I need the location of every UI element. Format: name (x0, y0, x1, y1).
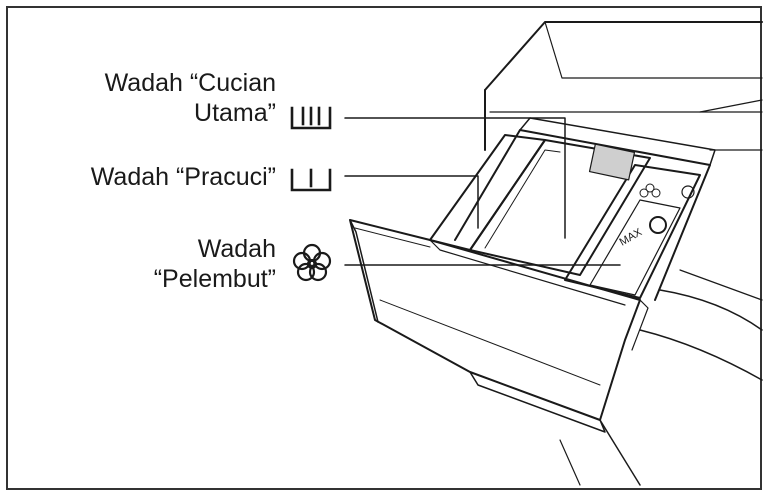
compartment-one-bar-icon (290, 168, 332, 192)
label-softener: Wadah “Pelembut” (154, 234, 276, 294)
main-wash-tray (469, 139, 651, 276)
label-main-wash-line2: Utama” (194, 99, 276, 127)
label-prewash: Wadah “Pracuci” (90, 163, 276, 191)
machine-top-outline (484, 21, 763, 91)
flower-softener-icon (292, 243, 332, 282)
label-softener-line1: Wadah (197, 235, 276, 263)
drawer-cavity (454, 129, 711, 301)
max-marking: MAX (618, 226, 645, 249)
figure-frame (6, 6, 762, 490)
prewash-tray (429, 134, 546, 251)
leader-main-wash (344, 117, 566, 239)
label-softener-line2: “Pelembut” (153, 265, 276, 293)
label-main-wash-line1: Wadah “Cucian (104, 69, 276, 97)
machine-top-inner (544, 21, 763, 79)
drawer-front-panel (349, 219, 641, 421)
compartment-three-bars-icon (290, 106, 332, 130)
label-main-wash: Wadah “Cucian Utama” (105, 68, 276, 128)
leader-prewash (344, 175, 479, 229)
